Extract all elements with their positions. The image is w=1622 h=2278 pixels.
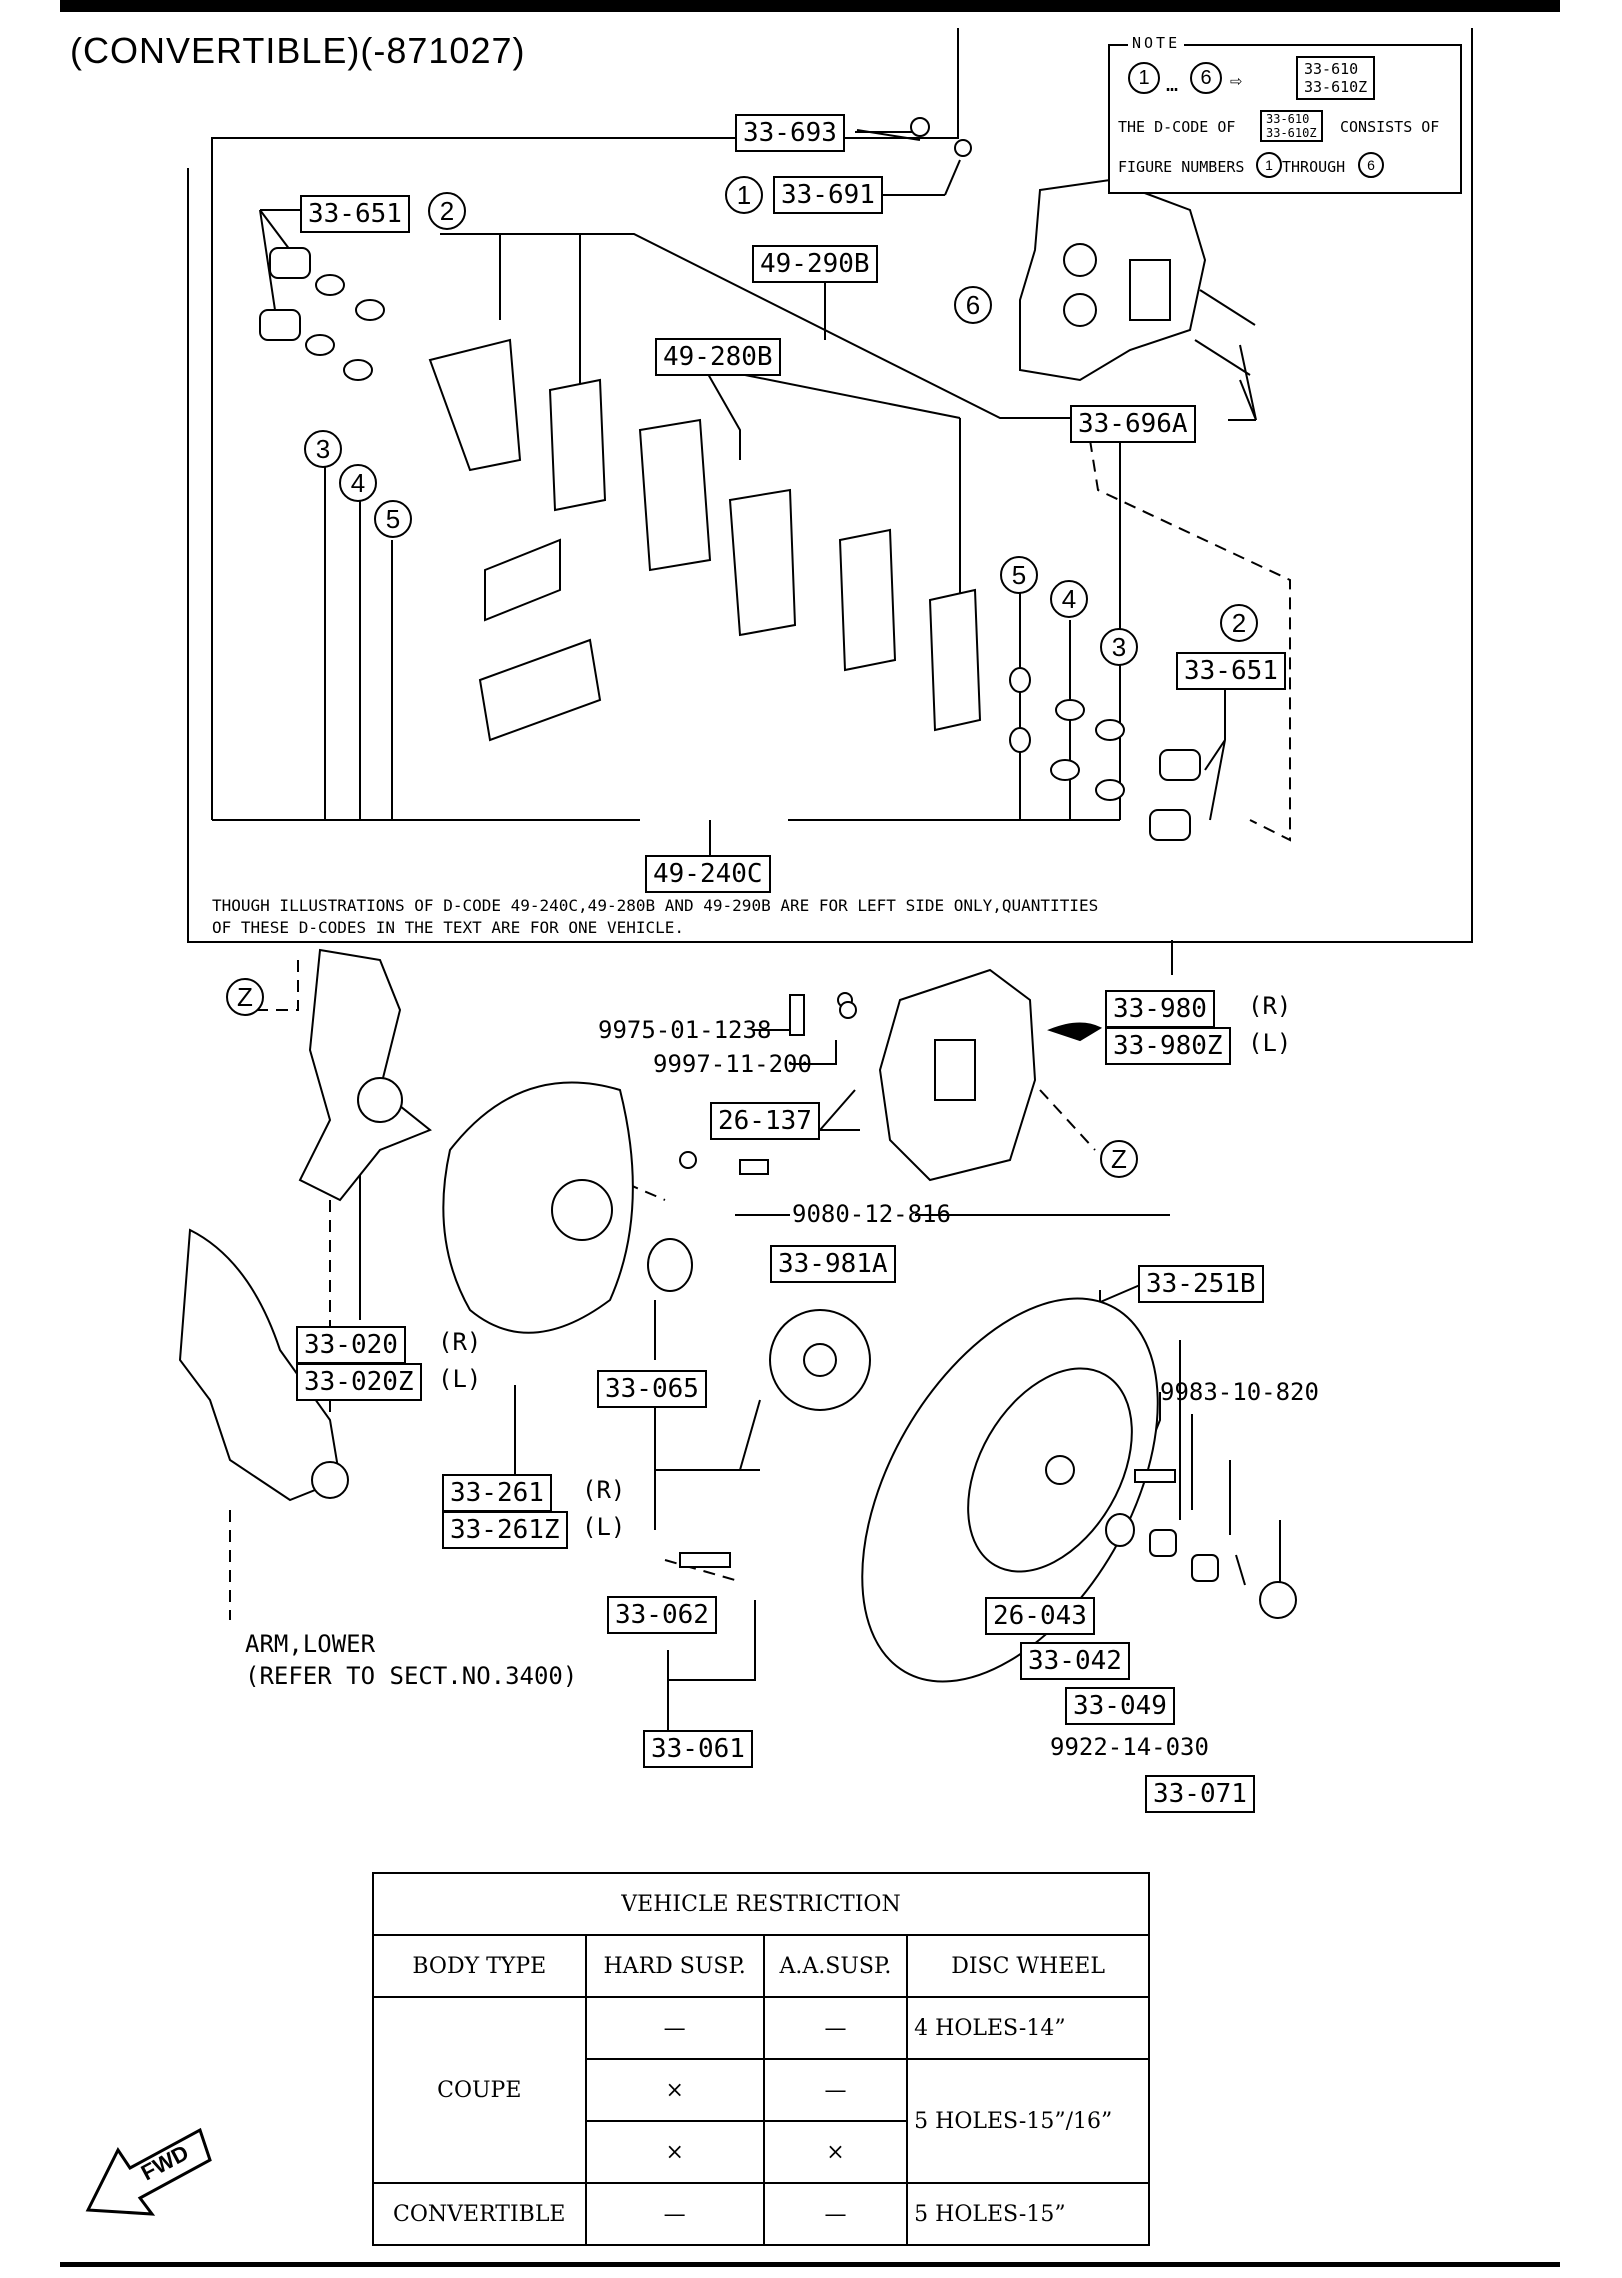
fig-num-2-right: 2	[1220, 604, 1258, 642]
cell-hard: ×	[584, 2120, 765, 2184]
ref-z-right: Z	[1100, 1140, 1138, 1178]
note-line1: THE D-CODE OF	[1118, 118, 1236, 136]
callout-33-980[interactable]: 33-980	[1105, 990, 1215, 1028]
callout-33-049[interactable]: 33-049	[1065, 1687, 1175, 1725]
note-line2: FIGURE NUMBERS	[1118, 158, 1245, 176]
callout-49-240c[interactable]: 49-240C	[645, 855, 771, 893]
vehicle-restriction-table: VEHICLE RESTRICTION BODY TYPE HARD SUSP.…	[372, 1872, 1150, 2246]
arrow-icon: ⇨	[1230, 68, 1243, 92]
ref-z-left: Z	[226, 978, 264, 1016]
note-codes-inline: 33-610 33-610Z	[1260, 110, 1323, 142]
cell-hard: ×	[584, 2058, 765, 2122]
callout-33-251b[interactable]: 33-251B	[1138, 1265, 1264, 1303]
note-heading: NOTE	[1128, 34, 1185, 52]
fig-num-2-top: 2	[428, 192, 466, 230]
header-body-type: BODY TYPE	[372, 1934, 587, 1998]
cell-aa: —	[762, 2182, 909, 2246]
footnote-line-1: THOUGH ILLUSTRATIONS OF D-CODE 49-240C,4…	[212, 896, 1099, 915]
body-convertible: CONVERTIBLE	[372, 2182, 587, 2246]
label-arm-lower: ARM,LOWER	[245, 1630, 376, 1658]
callout-33-651-top[interactable]: 33-651	[300, 195, 410, 233]
table-row: CONVERTIBLE — — 5 HOLES-15”	[372, 2182, 1150, 2246]
callout-33-065[interactable]: 33-065	[597, 1370, 707, 1408]
top-rule	[60, 0, 1560, 12]
note-fig-6: 6	[1190, 62, 1222, 94]
fig-num-6: 6	[954, 286, 992, 324]
note-codes: 33-610 33-610Z	[1296, 56, 1376, 100]
note-code-1: 33-610	[1304, 60, 1359, 78]
label-9922-14-030[interactable]: 9922-14-030	[1050, 1733, 1209, 1761]
label-r-020: (R)	[438, 1328, 482, 1356]
header-disc-wheel: DISC WHEEL	[906, 1934, 1150, 1998]
cell-disc: 4 HOLES-14”	[906, 1996, 1150, 2060]
note-line2-tail: THROUGH	[1282, 158, 1346, 176]
callout-49-280b[interactable]: 49-280B	[655, 338, 781, 376]
callout-33-261z[interactable]: 33-261Z	[442, 1511, 568, 1549]
label-arm-refer: (REFER TO SECT.NO.3400)	[245, 1662, 578, 1690]
fig-num-5-right: 5	[1000, 556, 1038, 594]
cell-aa: —	[762, 1996, 909, 2060]
fig-num-4-right: 4	[1050, 580, 1088, 618]
note-line1-tail: CONSISTS OF	[1340, 118, 1440, 136]
table-header-row: BODY TYPE HARD SUSP. A.A.SUSP. DISC WHEE…	[372, 1934, 1150, 1998]
note-line2-fig-6: 6	[1358, 152, 1384, 178]
label-l-980: (L)	[1248, 1029, 1292, 1057]
table-row: COUPE — — 4 HOLES-14”	[372, 1996, 1150, 2184]
callout-33-980z[interactable]: 33-980Z	[1105, 1027, 1231, 1065]
label-9080-12-816[interactable]: 9080-12-816	[792, 1200, 951, 1228]
label-9997-11-200[interactable]: 9997-11-200	[653, 1050, 812, 1078]
header-hard-susp: HARD SUSP.	[584, 1934, 765, 1998]
fig-num-4-left: 4	[339, 464, 377, 502]
note-code-2: 33-610Z	[1304, 78, 1368, 96]
cell-aa: ×	[762, 2120, 909, 2184]
callout-33-651-right[interactable]: 33-651	[1176, 652, 1286, 690]
callout-26-043[interactable]: 26-043	[985, 1597, 1095, 1635]
label-r-261: (R)	[582, 1476, 626, 1504]
callout-33-061[interactable]: 33-061	[643, 1730, 753, 1768]
fig-num-3-right: 3	[1100, 628, 1138, 666]
fig-num-3-left: 3	[304, 430, 342, 468]
cell-hard: —	[584, 2182, 765, 2246]
callout-33-696a[interactable]: 33-696A	[1070, 405, 1196, 443]
callout-33-062[interactable]: 33-062	[607, 1596, 717, 1634]
table-title: VEHICLE RESTRICTION	[372, 1872, 1150, 1936]
note-ellipsis: …	[1166, 72, 1179, 96]
bottom-rule	[60, 2262, 1560, 2267]
callout-33-020[interactable]: 33-020	[296, 1326, 406, 1364]
body-coupe: COUPE	[372, 1996, 587, 2184]
callout-26-137[interactable]: 26-137	[710, 1102, 820, 1140]
callout-33-071[interactable]: 33-071	[1145, 1775, 1255, 1813]
callout-33-042[interactable]: 33-042	[1020, 1642, 1130, 1680]
page-title: (CONVERTIBLE)(-871027)	[70, 30, 526, 71]
fig-num-1: 1	[725, 176, 763, 214]
header-aa-susp: A.A.SUSP.	[762, 1934, 909, 1998]
table-row: × ×	[373, 2120, 1149, 2184]
callout-33-693[interactable]: 33-693	[735, 114, 845, 152]
label-l-020: (L)	[438, 1365, 482, 1393]
callout-33-691[interactable]: 33-691	[773, 176, 883, 214]
cell-aa: —	[762, 2058, 909, 2122]
note-line2-fig-1: 1	[1256, 152, 1282, 178]
fig-num-5-left: 5	[374, 500, 412, 538]
callout-33-981a[interactable]: 33-981A	[770, 1245, 896, 1283]
note-box: NOTE 1 … 6 ⇨ 33-610 33-610Z THE D-CODE O…	[1108, 34, 1462, 194]
label-9975-01-1238[interactable]: 9975-01-1238	[598, 1016, 772, 1044]
callout-33-020z[interactable]: 33-020Z	[296, 1363, 422, 1401]
cell-disc: 5 HOLES-15”/16”	[906, 2058, 1150, 2184]
label-9983-10-820[interactable]: 9983-10-820	[1160, 1378, 1319, 1406]
label-l-261: (L)	[582, 1513, 626, 1541]
label-r-980: (R)	[1248, 992, 1292, 1020]
table-row: × — 5 HOLES-15”/16”	[373, 2058, 1150, 2184]
note-fig-1: 1	[1128, 62, 1160, 94]
fwd-arrow	[85, 2127, 212, 2216]
callout-49-290b[interactable]: 49-290B	[752, 245, 878, 283]
cell-hard: —	[584, 1996, 765, 2060]
callout-33-261[interactable]: 33-261	[442, 1474, 552, 1512]
cell-disc: 5 HOLES-15”	[906, 2182, 1150, 2246]
footnote-line-2: OF THESE D-CODES IN THE TEXT ARE FOR ONE…	[212, 918, 685, 937]
